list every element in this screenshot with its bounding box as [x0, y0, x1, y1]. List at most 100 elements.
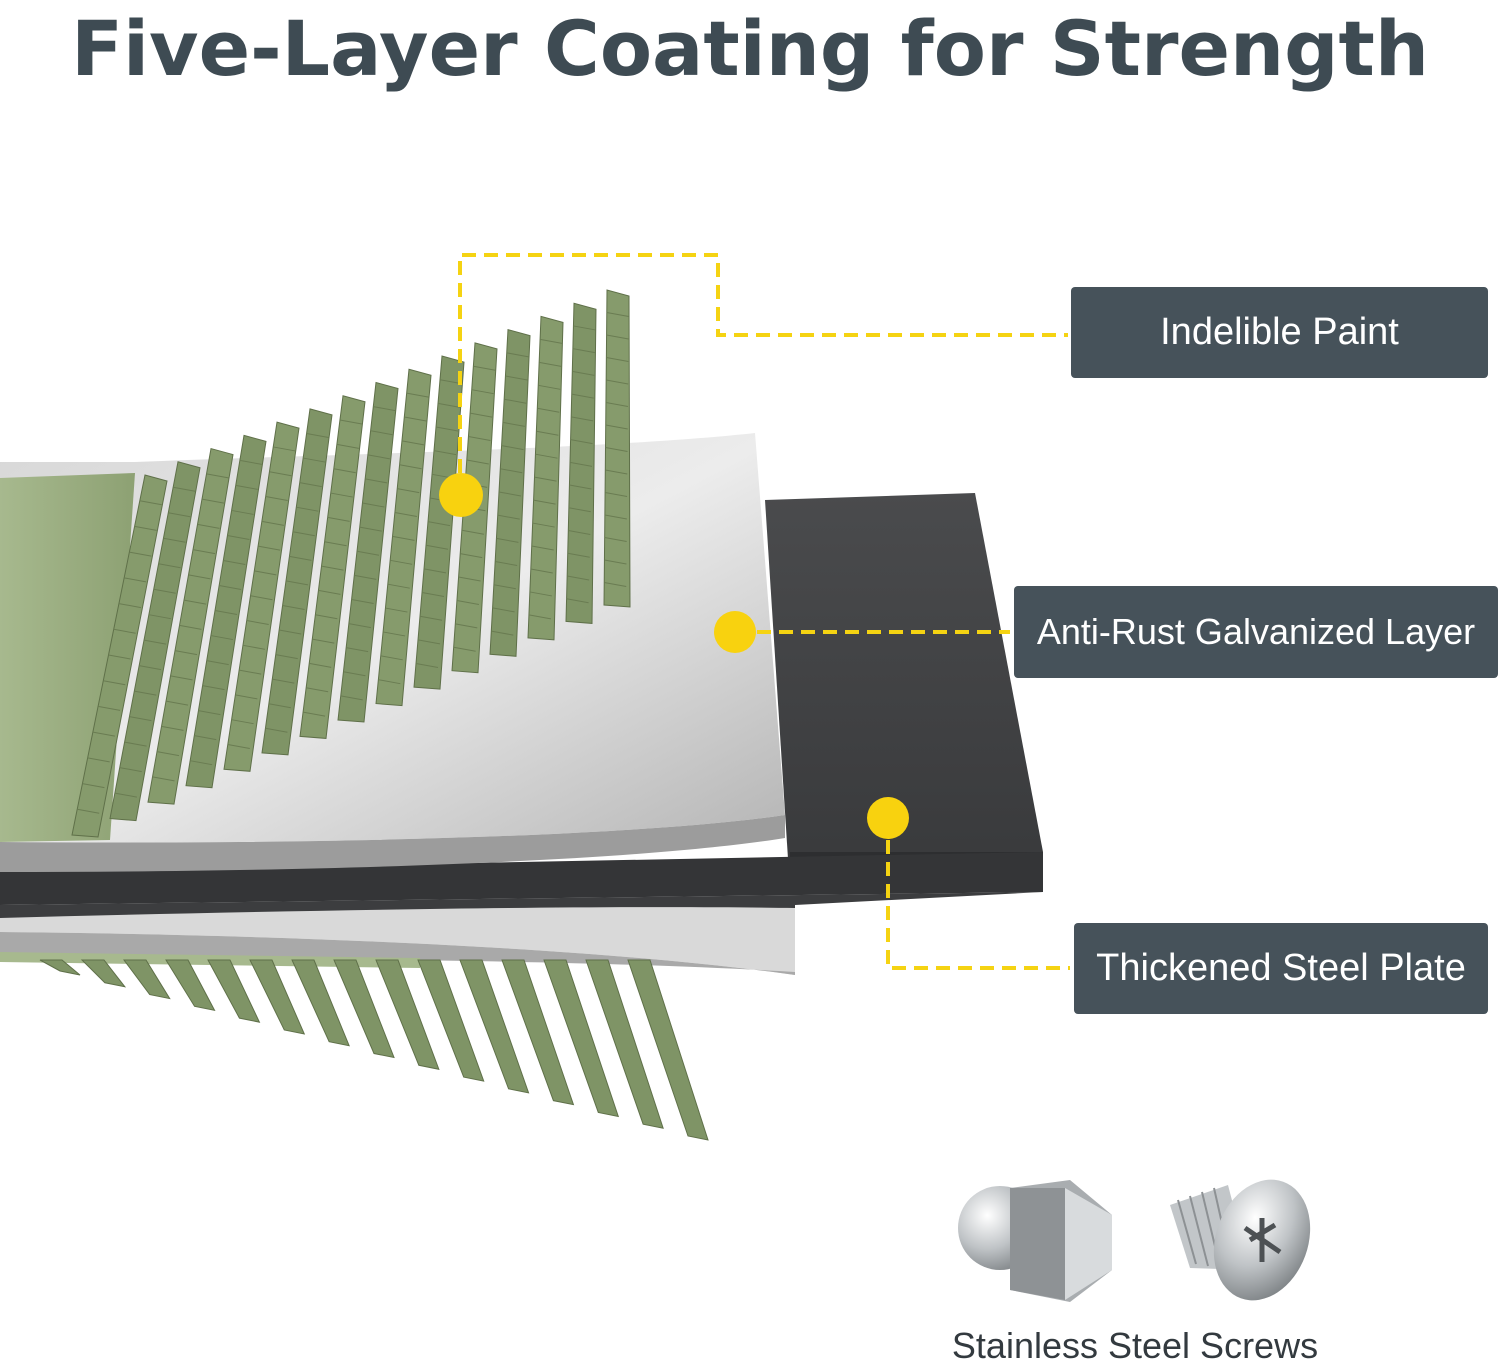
screws-caption: Stainless Steel Screws [951, 1325, 1319, 1366]
paint-fin-hatch [168, 512, 191, 518]
paint-fin-hatch [312, 638, 335, 644]
paint-fin-hatch [227, 534, 250, 540]
paint-fin-hatch [497, 514, 520, 520]
paint-fin-hatch [198, 710, 221, 716]
paint-fin-hatch [158, 563, 181, 569]
paint-fin-hatch [333, 468, 356, 474]
paint-fin [291, 959, 350, 1047]
paint-fin-hatch [309, 662, 332, 668]
paint-fin-hatch [427, 521, 451, 527]
paint-fin-hatch [492, 607, 515, 613]
paint-fin-hatch [87, 757, 110, 763]
paint-fin-hatch [572, 348, 595, 354]
paint-fin-hatch [399, 464, 422, 470]
paint-callout-line [458, 253, 1068, 495]
paint-fin-hatch [568, 530, 591, 536]
paint-fin-hatch [242, 644, 266, 650]
paint-fin-hatch [605, 424, 628, 430]
paint-fin-hatch [214, 610, 238, 616]
paint-fin-hatch [569, 461, 593, 467]
paint-fin-hatch [119, 767, 142, 773]
paint-fin-hatch [605, 402, 629, 407]
paint-fin-hatch [567, 552, 590, 558]
paint-fin-hatch [458, 576, 481, 582]
paint-fin-hatch [415, 663, 439, 668]
paint-fin-hatch [538, 384, 561, 390]
paint-fin-hatch [343, 671, 366, 677]
paint-fin-hatch [269, 471, 292, 477]
paint-fin-hatch [197, 523, 220, 529]
paint-fin-hatch [231, 719, 254, 725]
paint-fin-hatch [419, 615, 443, 621]
paint-fin-hatch [113, 628, 136, 634]
paint-fin-hatch [500, 468, 523, 474]
paint-fin-hatch [493, 584, 516, 590]
paint-fin-hatch [143, 639, 167, 645]
paint-fin-hatch [246, 620, 269, 626]
paint-fin-hatch [163, 537, 186, 543]
paint-fin-hatch [606, 334, 629, 340]
paint-fin-hatch [330, 492, 353, 498]
paint-fin [71, 474, 168, 838]
cap-nut-icon [958, 1180, 1112, 1302]
paint-fin-hatch [435, 426, 459, 432]
paint-fin-hatch [201, 498, 225, 504]
paint-fin-hatch [365, 478, 388, 484]
paint-fin-hatch [394, 512, 417, 518]
paint-fin-hatch [188, 574, 211, 580]
paint-fin-hatch [173, 486, 196, 492]
paint-fin-hatch [139, 665, 162, 671]
steel-marker-dot [867, 797, 909, 839]
paint-fin-hatch [351, 598, 374, 604]
paint-fin-hatch [192, 549, 216, 555]
paint-fin-hatch [370, 430, 393, 436]
paint-fin-hatch [604, 582, 627, 587]
paint-fin-hatch [231, 509, 254, 515]
paint-fin [603, 289, 631, 608]
paint-fin-hatch [571, 393, 594, 399]
paint-fin-hatch [275, 654, 298, 660]
paint-fin-hatch [535, 453, 558, 459]
paint-fin-hatch [528, 614, 552, 620]
paint-fin-hatch [531, 545, 554, 551]
paint-fin-hatch [165, 700, 189, 706]
paint-fin-hatch [108, 654, 131, 660]
paint-fin-hatch [339, 419, 363, 425]
paint-fin [413, 355, 465, 690]
paint-fin-hatch [346, 647, 369, 653]
paint-fin [165, 959, 216, 1012]
paint-fin-hatch [392, 535, 415, 541]
paint-fin-hatch [604, 492, 628, 497]
paint-fin-hatch [183, 599, 207, 605]
paint-fin-hatch [227, 743, 250, 749]
paint-fin [249, 959, 306, 1035]
paint-fin-hatch [534, 476, 557, 482]
paint-fin [185, 434, 267, 789]
paint-fin [333, 959, 395, 1059]
paint-fin-hatch [194, 735, 217, 741]
paint-fin-hatch [533, 499, 556, 505]
paint-fin-hatch [570, 439, 593, 445]
paint-fin [375, 959, 440, 1070]
sleeve-screw-icon [1170, 1179, 1311, 1301]
paint-fin-hatch [453, 646, 476, 652]
paint-fin-hatch [606, 357, 629, 362]
paint-fin-hatch [285, 580, 309, 586]
paint-fin-hatch [148, 614, 171, 620]
paint-fin-hatch [433, 450, 457, 456]
paint-fin-hatch [161, 725, 184, 731]
paint-fin-hatch [265, 727, 288, 733]
paint-fin-hatch [498, 491, 522, 497]
paint-fin-hatch [573, 325, 596, 331]
paint-fin-hatch [468, 436, 491, 442]
paint-fin [375, 368, 432, 707]
paint-fin-hatch [129, 551, 152, 557]
paint-fin-hatch [362, 502, 385, 508]
galvanized-marker-dot [714, 611, 756, 653]
paint-fin-hatch [139, 500, 162, 506]
paint-fin-hatch [306, 433, 329, 438]
paint-fins-bottom [39, 959, 709, 1141]
paint-fin-hatch [306, 687, 329, 693]
paint-fin-hatch [397, 488, 420, 494]
